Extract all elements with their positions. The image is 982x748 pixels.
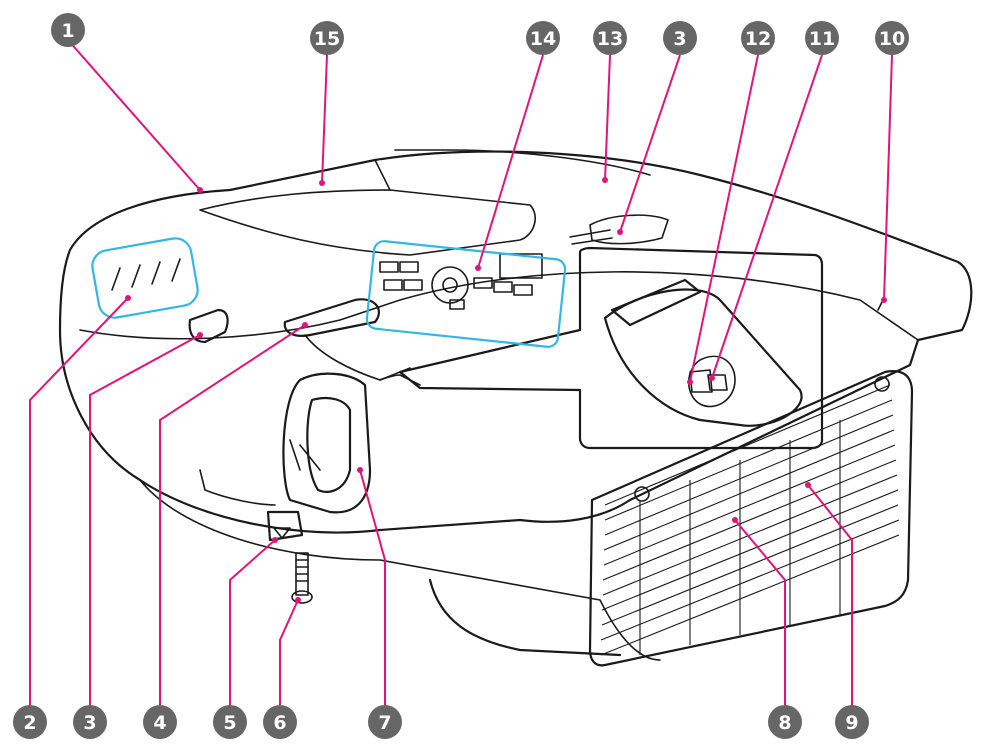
svg-text:2: 2 xyxy=(23,712,36,734)
callout-badge-5: 5 xyxy=(213,705,247,739)
callout-badge-15: 15 xyxy=(310,21,344,55)
air-filter-grill-icon xyxy=(600,376,900,656)
control-panel-icon xyxy=(379,253,543,310)
callout-badge-6: 6 xyxy=(263,705,297,739)
remote-receiver-top xyxy=(589,214,669,245)
svg-text:5: 5 xyxy=(223,712,236,734)
inset-detail xyxy=(398,246,824,450)
callout-badge-1: 1 xyxy=(51,13,85,47)
callout-badge-11: 11 xyxy=(805,21,839,55)
callout-badge-4: 4 xyxy=(143,705,177,739)
indicator-lamps xyxy=(111,258,181,291)
callout-badge-14: 14 xyxy=(526,21,560,55)
remote-receiver-front xyxy=(188,308,229,344)
projector-body-illustration xyxy=(58,149,973,667)
svg-text:8: 8 xyxy=(778,712,791,734)
svg-text:13: 13 xyxy=(597,28,623,50)
indicators-highlight xyxy=(91,237,199,319)
callout-badge-3-front: 3 xyxy=(73,705,107,739)
callout-badge-12: 12 xyxy=(741,21,775,55)
adjustable-foot-icon xyxy=(266,510,313,604)
svg-text:15: 15 xyxy=(314,28,340,50)
callout-badge-13: 13 xyxy=(593,21,627,55)
svg-text:11: 11 xyxy=(809,28,835,50)
svg-text:10: 10 xyxy=(879,28,905,50)
callout-badge-10: 10 xyxy=(875,21,909,55)
callout-badge-3-top: 3 xyxy=(663,21,697,55)
svg-text:6: 6 xyxy=(273,712,286,734)
svg-text:7: 7 xyxy=(378,712,391,734)
control-panel-highlight xyxy=(365,240,567,348)
callout-badge-7: 7 xyxy=(368,705,402,739)
lens-cover-slider xyxy=(283,298,380,337)
svg-text:12: 12 xyxy=(745,28,771,50)
callout-badge-8: 8 xyxy=(768,705,802,739)
svg-text:3: 3 xyxy=(673,28,686,50)
svg-text:4: 4 xyxy=(153,712,166,734)
callout-lines xyxy=(29,39,893,708)
svg-text:1: 1 xyxy=(61,20,74,42)
svg-text:9: 9 xyxy=(845,712,858,734)
callout-badge-9: 9 xyxy=(835,705,869,739)
callout-badge-2: 2 xyxy=(13,705,47,739)
svg-text:3: 3 xyxy=(83,712,96,734)
svg-text:14: 14 xyxy=(530,28,556,50)
lens-icon xyxy=(282,372,372,514)
